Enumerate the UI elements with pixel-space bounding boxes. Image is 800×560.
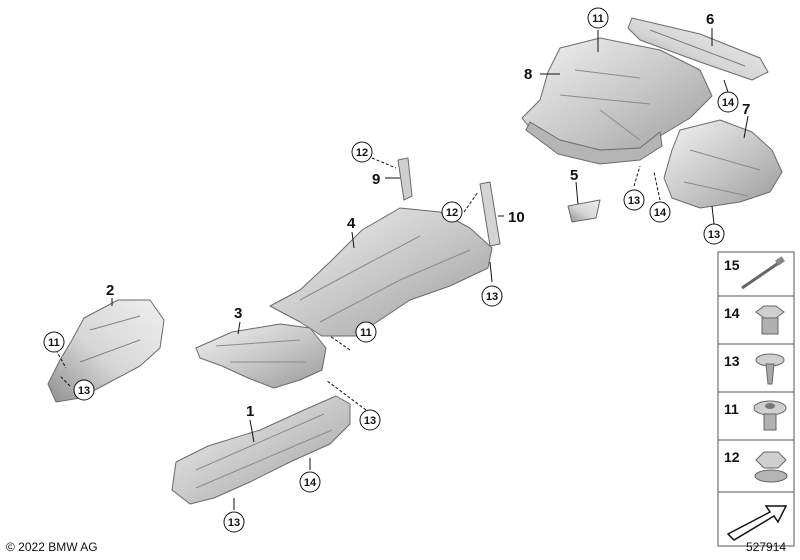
callout-8: 8	[524, 66, 532, 83]
svg-text:14: 14	[722, 97, 735, 109]
heat-shield-6	[627, 17, 769, 81]
heat-shield-1	[171, 395, 351, 505]
svg-text:12: 12	[356, 147, 368, 159]
diagram-id: 527914	[746, 540, 787, 554]
copyright: © 2022 BMW AG	[6, 540, 98, 554]
callout-3: 3	[234, 305, 242, 322]
svg-text:14: 14	[304, 477, 317, 489]
circle-callout-13: 13	[223, 511, 245, 533]
circle-callout-13: 13	[481, 285, 503, 307]
callout-2: 2	[106, 282, 114, 299]
callout-5: 5	[570, 167, 578, 184]
svg-text:13: 13	[228, 517, 240, 529]
circle-callout-13: 13	[359, 409, 381, 431]
leader-lines	[55, 28, 749, 510]
bracket-5	[567, 199, 601, 223]
index-number-13: 13	[724, 353, 740, 369]
svg-text:13: 13	[486, 291, 498, 303]
callout-9: 9	[372, 171, 380, 188]
screw-icon	[755, 353, 785, 385]
circle-callout-13: 13	[703, 223, 725, 245]
flange-nut-icon	[754, 451, 788, 483]
bracket-10	[479, 181, 501, 247]
circle-callout-11: 11	[355, 321, 377, 343]
callout-10: 10	[508, 209, 525, 226]
index-panel: 15 14 13 11 12	[717, 251, 795, 547]
callout-7: 7	[742, 101, 750, 118]
index-number-11: 11	[724, 401, 739, 417]
heat-shield-4	[269, 207, 493, 337]
index-number-12: 12	[724, 449, 740, 465]
nut-icon	[755, 305, 785, 335]
circle-callout-13: 13	[73, 379, 95, 401]
heat-shield-7	[663, 119, 783, 209]
callout-1: 1	[246, 403, 254, 420]
bracket-9	[397, 157, 413, 201]
circle-callout-11: 11	[587, 7, 609, 29]
circle-callout-12: 12	[351, 141, 373, 163]
index-number-15: 15	[724, 257, 740, 273]
svg-text:11: 11	[592, 13, 604, 25]
svg-text:12: 12	[446, 207, 458, 219]
circle-callout-14: 14	[649, 201, 671, 223]
svg-text:11: 11	[48, 337, 60, 349]
callout-4: 4	[347, 215, 356, 232]
svg-text:11: 11	[360, 327, 372, 339]
arrow-icon	[726, 505, 788, 541]
svg-text:13: 13	[708, 229, 720, 241]
circle-callout-12: 12	[441, 201, 463, 223]
circle-callout-14: 14	[717, 91, 739, 113]
circle-callout-13: 13	[623, 189, 645, 211]
clip-nut-icon	[753, 400, 787, 431]
circle-callout-11: 11	[43, 331, 65, 353]
svg-text:13: 13	[78, 385, 90, 397]
heat-shield-2	[47, 299, 165, 403]
circle-callout-14: 14	[299, 471, 321, 493]
svg-text:13: 13	[628, 195, 640, 207]
heat-shield-8	[521, 37, 713, 165]
svg-text:14: 14	[654, 207, 667, 219]
cable-tie-icon	[741, 256, 785, 290]
svg-text:13: 13	[364, 415, 376, 427]
index-number-14: 14	[724, 305, 740, 321]
callout-6: 6	[706, 11, 714, 28]
heat-shield-3	[195, 323, 327, 389]
